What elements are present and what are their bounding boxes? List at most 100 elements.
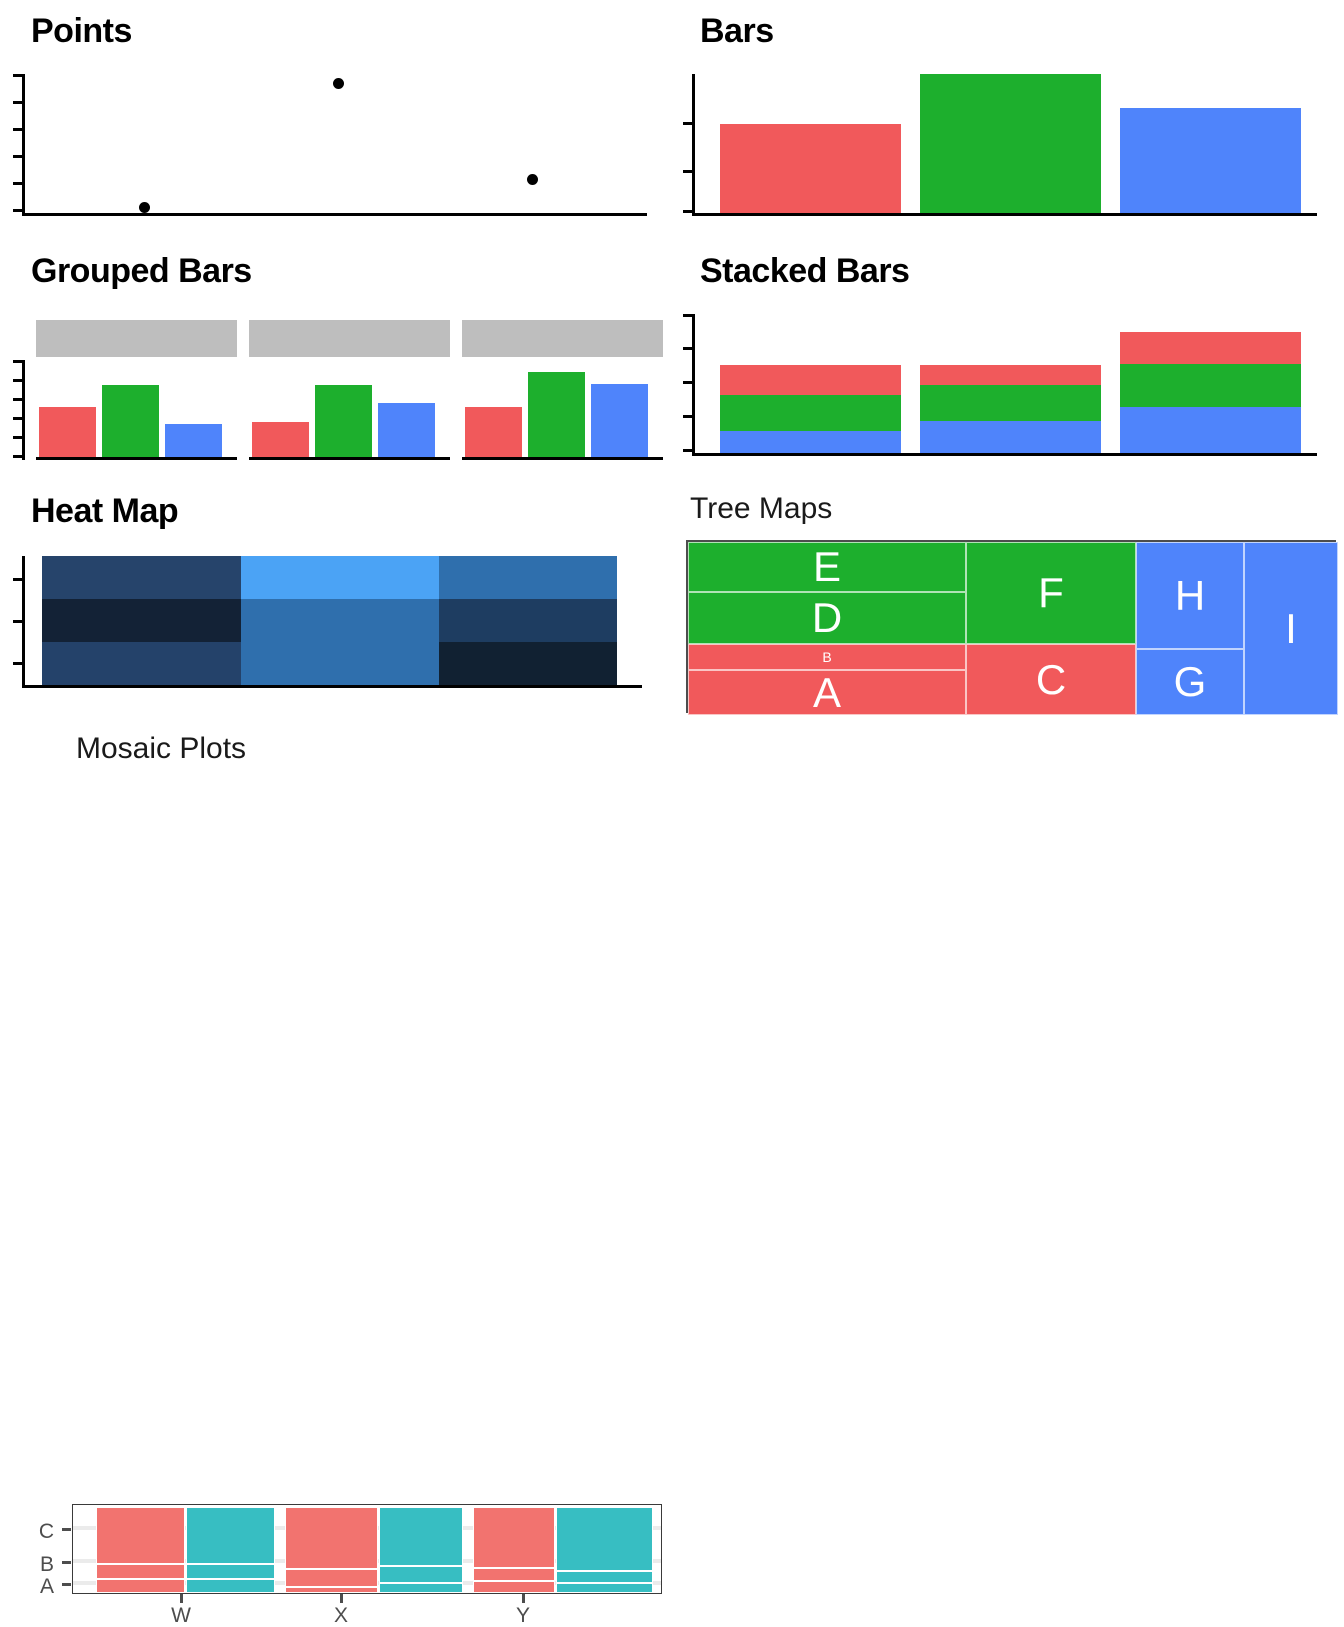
heatmap-cell — [439, 599, 617, 642]
facet-strip — [462, 320, 663, 357]
panel-stacked-bars: Stacked Bars — [672, 240, 1344, 480]
heat-map-y-tick — [13, 578, 22, 581]
grouped-bars-y-axis — [22, 360, 25, 460]
heat-map-y-tick — [13, 620, 22, 623]
heatmap-cell — [42, 556, 241, 599]
mosaic-cell[interactable] — [556, 1571, 653, 1583]
mosaic-y-label-B: B — [39, 1553, 54, 1576]
stacked-bars-y-tick — [683, 415, 692, 418]
treemap-label: H — [1174, 571, 1206, 619]
stacked-bars-y-tick — [683, 449, 692, 452]
treemap-label: F — [1038, 569, 1064, 616]
treemap-node-G[interactable]: G — [1136, 649, 1244, 715]
segment-blue — [1120, 407, 1301, 453]
stacked-bar-group-1 — [720, 365, 901, 453]
bar-green — [528, 372, 585, 457]
heat-map-plot-area — [13, 556, 642, 688]
panel-mosaic-plots-title: Mosaic Plots — [76, 732, 247, 765]
bars-plot-area — [683, 74, 1317, 216]
panel-heat-map: Heat Map — [0, 480, 672, 720]
panel-mosaic-plots: Mosaic Plots C B A — [0, 720, 700, 1626]
figure-canvas: Points Bars Grouped — [0, 12, 1344, 1626]
treemap-label: C — [1035, 655, 1067, 703]
stacked-bars-plot-area — [683, 314, 1317, 456]
mosaic-cell[interactable] — [556, 1507, 653, 1571]
points-y-axis — [22, 74, 25, 216]
panel-stacked-bars-title: Stacked Bars — [700, 252, 910, 290]
panel-points-title: Points — [31, 12, 132, 50]
mosaic-x-tick — [522, 1594, 525, 1603]
grouped-bars-y-tick — [13, 455, 22, 458]
bar-red — [465, 407, 522, 457]
heatmap-cell — [241, 642, 439, 685]
mosaic-cell[interactable] — [96, 1564, 185, 1579]
treemap-node-E[interactable]: E — [688, 542, 966, 592]
bars-y-tick — [683, 210, 692, 213]
bar-green — [315, 385, 372, 457]
bars-y-tick — [683, 122, 692, 125]
mosaic-fill-teal — [379, 1507, 463, 1593]
stacked-bars-x-axis — [692, 453, 1317, 456]
panel-bars-title: Bars — [700, 12, 774, 50]
grouped-bars-plot-area — [13, 320, 663, 460]
mosaic-fill-red — [285, 1507, 378, 1593]
heatmap-cell — [241, 599, 439, 642]
treemap-node-I[interactable]: I — [1244, 542, 1338, 715]
mosaic-cell[interactable] — [186, 1579, 275, 1593]
grouped-bars-y-tick — [13, 436, 22, 439]
segment-green — [1120, 364, 1301, 407]
points-y-tick — [13, 209, 22, 212]
treemap-label: I — [1285, 604, 1297, 652]
grouped-bars-y-tick — [13, 360, 22, 363]
mosaic-cell[interactable] — [285, 1507, 378, 1569]
heatmap-cell — [42, 599, 241, 642]
mosaic-cell[interactable] — [556, 1583, 653, 1593]
facet-x-axis — [462, 457, 663, 460]
facet-panel-1 — [36, 320, 237, 460]
bar-red — [39, 407, 96, 457]
treemap-label: D — [811, 594, 843, 641]
mosaic-column-W — [96, 1507, 275, 1593]
mosaic-fill-red — [96, 1507, 185, 1593]
mosaic-cell[interactable] — [186, 1507, 275, 1564]
heat-map-y-tick — [13, 662, 22, 665]
panel-grouped-bars-title: Grouped Bars — [31, 252, 252, 290]
mosaic-cell[interactable] — [379, 1507, 463, 1566]
stacked-bars-y-tick — [683, 314, 692, 317]
bar-red — [252, 422, 309, 457]
mosaic-cell[interactable] — [473, 1507, 555, 1568]
mosaic-y-tick — [62, 1583, 71, 1586]
mosaic-cell[interactable] — [96, 1579, 185, 1593]
treemap-node-H[interactable]: H — [1136, 542, 1244, 649]
mosaic-fill-teal — [186, 1507, 275, 1593]
heatmap-cell — [42, 642, 241, 685]
mosaic-cell[interactable] — [379, 1566, 463, 1583]
mosaic-y-label-A: A — [39, 1575, 54, 1598]
treemap-node-C[interactable]: C — [966, 644, 1136, 715]
treemap-node-A[interactable]: A — [688, 670, 966, 715]
segment-red — [920, 365, 1101, 385]
mosaic-cell[interactable] — [473, 1568, 555, 1581]
stacked-bars-y-tick — [683, 381, 692, 384]
points-y-tick — [13, 182, 22, 185]
treemap-label: B — [822, 649, 832, 665]
heatmap-cell — [439, 556, 617, 599]
segment-red — [720, 365, 901, 395]
mosaic-cell[interactable] — [96, 1507, 185, 1564]
facet-panel-2 — [249, 320, 450, 460]
treemap-node-F[interactable]: F — [966, 542, 1136, 644]
bars-y-tick — [683, 170, 692, 173]
bars-y-axis — [692, 74, 695, 216]
data-point — [139, 202, 150, 213]
mosaic-cell[interactable] — [285, 1569, 378, 1587]
treemap-label: A — [812, 670, 841, 715]
stacked-bars-y-tick — [683, 347, 692, 350]
mosaic-cell[interactable] — [473, 1581, 555, 1593]
mosaic-cell[interactable] — [186, 1564, 275, 1579]
mosaic-cell[interactable] — [285, 1587, 378, 1593]
mosaic-cell[interactable] — [379, 1583, 463, 1593]
bar-blue — [165, 424, 222, 457]
treemap-node-D[interactable]: D — [688, 592, 966, 644]
treemap-node-B[interactable]: B — [688, 644, 966, 670]
tree-map-plot-area: E D F H I G B — [686, 540, 1338, 715]
